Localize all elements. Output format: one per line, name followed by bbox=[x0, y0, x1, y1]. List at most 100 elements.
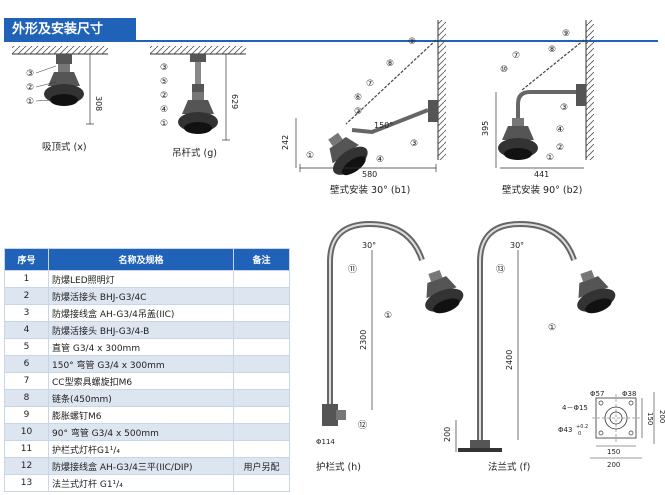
d43-tolerance: +0.2 bbox=[576, 424, 588, 430]
col-header: 名称及规格 bbox=[48, 248, 234, 271]
row-note bbox=[233, 338, 290, 356]
row-name: 防爆接线盒 AH-G3/4三平(IIC/DIP) bbox=[48, 457, 234, 475]
row-no: 10 bbox=[4, 423, 49, 441]
guardrail-clamp: Φ114 bbox=[316, 438, 335, 446]
callout: ③ bbox=[160, 63, 168, 73]
row-note bbox=[233, 474, 290, 492]
w200: 200 bbox=[607, 461, 620, 469]
flange-drawing: 2400 200 30° ⑬ ① 法兰式 (f) bbox=[443, 220, 620, 473]
row-note: 用户另配 bbox=[233, 457, 290, 475]
row-note bbox=[233, 287, 290, 305]
wall-30-drawing: 580 242 150° ⑨ ⑧ ⑦ ⑥ ② ④ ③ ① 壁式安装 30° (b… bbox=[281, 20, 446, 196]
row-no: 9 bbox=[4, 406, 49, 424]
callout: ⑨ bbox=[408, 37, 416, 47]
wall30-callouts: ⑨ ⑧ ⑦ ⑥ ② ④ ③ ① bbox=[306, 37, 418, 165]
row-name: 防爆活接头 BHJ-G3/4-B bbox=[48, 321, 234, 339]
wall30-angle: 150° bbox=[374, 121, 393, 130]
guardrail-drawing: 2300 30° Φ114 ⑪ ① ⑫ 护栏式 (h) bbox=[316, 220, 468, 473]
callout: ⑨ bbox=[562, 29, 570, 39]
pendant-height-dim: 629 bbox=[230, 94, 239, 109]
wall30-caption: 壁式安装 30° (b1) bbox=[330, 184, 410, 196]
callout: ⑦ bbox=[512, 51, 520, 61]
row-name: CC型索具螺旋扣M6 bbox=[48, 372, 234, 390]
callout: ① bbox=[160, 119, 168, 129]
row-note bbox=[233, 321, 290, 339]
ceiling-caption: 吸顶式 (x) bbox=[42, 141, 87, 153]
row-no: 7 bbox=[4, 372, 49, 390]
d57: Φ57 bbox=[590, 390, 604, 398]
callout: ⑪ bbox=[348, 264, 357, 275]
callout: ⑩ bbox=[500, 65, 508, 75]
callout: ⑬ bbox=[496, 264, 505, 275]
callout: ④ bbox=[160, 105, 168, 115]
section-title-rule bbox=[136, 40, 658, 42]
ceiling-mount-drawing: 308 ③ ② ① 吸顶式 (x) bbox=[12, 46, 108, 153]
row-name: 防爆活接头 BHJ-G3/4C bbox=[48, 287, 234, 305]
callout: ② bbox=[354, 107, 362, 117]
row-name: 防爆接线盒 AH-G3/4吊盖(IIC) bbox=[48, 304, 234, 322]
wall-90-drawing: 441 395 ⑨ ⑧ ⑦ ⑩ ③ ④ ② ① 壁式安装 90° (b2) bbox=[481, 20, 594, 196]
wall90-caption: 壁式安装 90° (b2) bbox=[502, 184, 582, 196]
guardrail-caption: 护栏式 (h) bbox=[316, 461, 361, 473]
wall90-callouts: ⑨ ⑧ ⑦ ⑩ ③ ④ ② ① bbox=[500, 29, 570, 163]
row-name: 150° 弯管 G3/4 x 300mm bbox=[48, 355, 234, 373]
row-note bbox=[233, 406, 290, 424]
flange-base-dim: 200 bbox=[443, 427, 452, 442]
h200: 200 bbox=[658, 410, 665, 423]
callout: ③ bbox=[26, 69, 34, 79]
wall30-width-dim: 580 bbox=[362, 170, 377, 179]
row-name: 法兰式灯杆 G1¹/₄ bbox=[48, 474, 234, 492]
pendant-drawing: 629 ③ ⑤ ② ④ ① 吊杆式 (g) bbox=[150, 46, 246, 159]
callout: ① bbox=[548, 323, 556, 333]
flange-base-detail: Φ57 4－Φ15 Φ38 Φ43 +0.2 0 150 200 150 200 bbox=[558, 390, 665, 469]
callout: ⑥ bbox=[354, 93, 362, 103]
row-no: 3 bbox=[4, 304, 49, 322]
row-no: 11 bbox=[4, 440, 49, 458]
h150: 150 bbox=[646, 412, 654, 425]
guardrail-callouts: ⑪ ① ⑫ bbox=[348, 264, 392, 431]
row-note bbox=[233, 423, 290, 441]
callout: ① bbox=[384, 311, 392, 321]
col-header: 序号 bbox=[4, 248, 49, 271]
guardrail-height-dim: 2300 bbox=[359, 330, 368, 350]
row-name: 护栏式灯杆G1¹/₄ bbox=[48, 440, 234, 458]
d43: Φ43 bbox=[558, 426, 572, 434]
row-name: 膨胀螺钉M6 bbox=[48, 406, 234, 424]
flange-callouts: ⑬ ① bbox=[496, 264, 556, 333]
callout: ③ bbox=[560, 103, 568, 113]
row-no: 12 bbox=[4, 457, 49, 475]
callout: ⑤ bbox=[160, 77, 168, 87]
callout: ③ bbox=[410, 139, 418, 149]
row-no: 13 bbox=[4, 474, 49, 492]
row-no: 8 bbox=[4, 389, 49, 407]
row-no: 1 bbox=[4, 270, 49, 288]
pendant-callouts: ③ ⑤ ② ④ ① bbox=[160, 63, 168, 129]
callout: ① bbox=[546, 153, 554, 163]
row-name: 直管 G3/4 x 300mm bbox=[48, 338, 234, 356]
flange-angle: 30° bbox=[510, 241, 524, 250]
ceiling-callouts: ③ ② ① bbox=[26, 65, 57, 107]
d15: 4－Φ15 bbox=[562, 404, 588, 412]
wall90-width-dim: 441 bbox=[534, 170, 549, 179]
wall30-height-dim: 242 bbox=[281, 135, 290, 150]
col-header: 备注 bbox=[233, 248, 290, 271]
section-title: 外形及安装尺寸 bbox=[4, 18, 136, 42]
wall90-height-dim: 395 bbox=[481, 121, 490, 136]
w150: 150 bbox=[607, 448, 620, 456]
callout: ⑫ bbox=[358, 420, 367, 431]
row-note bbox=[233, 440, 290, 458]
ceiling-height-dim: 308 bbox=[94, 96, 103, 111]
row-note bbox=[233, 389, 290, 407]
row-no: 5 bbox=[4, 338, 49, 356]
